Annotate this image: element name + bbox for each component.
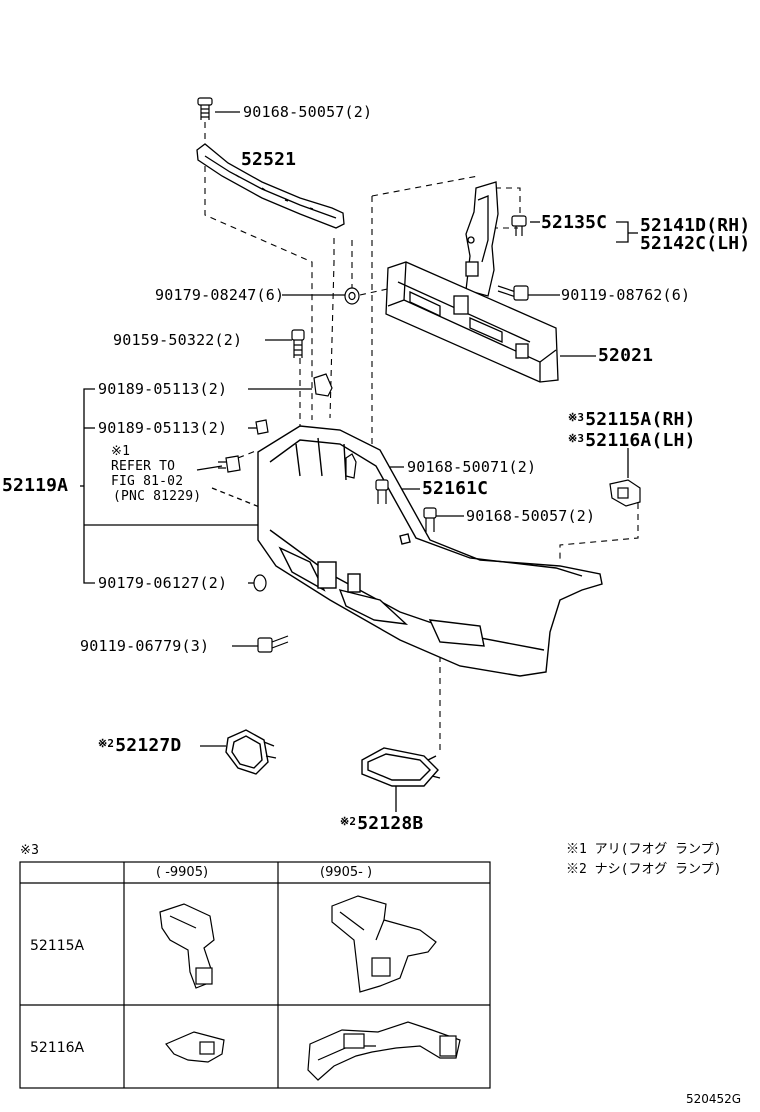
label-nut-90179-06127: 90179-06127(2) xyxy=(98,574,228,592)
note-1-text: アリ(フオグ ランプ) xyxy=(594,842,722,857)
label-bolt-90168-50071: 90168-50071(2) xyxy=(407,458,537,476)
table-mark: ※3 xyxy=(20,843,40,858)
label-bracket-52141d-rh: 52141D(RH) xyxy=(640,215,751,236)
label-bumper-cover-52119a: 52119A xyxy=(2,475,69,496)
part-number: 52127D xyxy=(115,735,182,756)
note-1: ※1 アリ(フオグ ランプ) xyxy=(566,840,722,860)
label-clip-52135c: 52135C xyxy=(541,212,608,233)
label-bracket-52142c-lh: 52142C(LH) xyxy=(640,233,751,254)
part-number: 52128B xyxy=(357,813,424,834)
refer-note-line1: REFER TO xyxy=(111,459,176,474)
label-clip-90189-05113-a: 90189-05113(2) xyxy=(98,380,228,398)
part-number: 52116A(LH) xyxy=(585,430,696,451)
note-mark: ※2 xyxy=(340,815,357,828)
label-bolt-90159-50322: 90159-50322(2) xyxy=(113,331,243,349)
refer-note-line3: (PNC 81229) xyxy=(113,489,202,504)
note-mark: ※2 xyxy=(98,737,115,750)
note-1-mark: ※1 xyxy=(566,842,587,857)
label-bolt-90119-08762: 90119-08762(6) xyxy=(561,286,691,304)
label-bolt-52161c: 52161C xyxy=(422,478,489,499)
label-absorber-52021: 52021 xyxy=(598,345,654,366)
table-header-col2: (9905- ) xyxy=(320,865,373,880)
note-2-text: ナシ(フオグ ランプ) xyxy=(594,862,722,877)
table-header-col1: ( -9905) xyxy=(156,865,209,880)
table-row1-part: 52115A xyxy=(30,938,85,954)
refer-note-line2: FIG 81-02 xyxy=(111,474,184,489)
label-bolt-90168-50057-b: 90168-50057(2) xyxy=(466,507,596,525)
table-row2-part: 52116A xyxy=(30,1040,85,1056)
note-mark: ※3 xyxy=(568,432,585,445)
label-clip-90189-05113-b: 90189-05113(2) xyxy=(98,419,228,437)
label-retainer-52115a-rh: ※352115A(RH) xyxy=(568,410,696,432)
part-number: 52115A(RH) xyxy=(585,409,696,430)
figure-number: 520452G xyxy=(686,1092,742,1106)
label-grille-52127d: ※252127D xyxy=(98,736,181,758)
note-2-mark: ※2 xyxy=(566,862,587,877)
label-reinforcement-52521: 52521 xyxy=(241,149,297,170)
label-bolt-90119-06779: 90119-06779(3) xyxy=(80,637,210,655)
refer-note-mark: ※1 xyxy=(111,444,131,459)
label-grille-52128b: ※252128B xyxy=(340,814,423,836)
note-mark: ※3 xyxy=(568,411,585,424)
label-bolt-90168-50057-top: 90168-50057(2) xyxy=(243,103,373,121)
label-nut-90179-08247: 90179-08247(6) xyxy=(155,286,285,304)
note-2: ※2 ナシ(フオグ ランプ) xyxy=(566,860,722,880)
label-retainer-52116a-lh: ※352116A(LH) xyxy=(568,431,696,453)
